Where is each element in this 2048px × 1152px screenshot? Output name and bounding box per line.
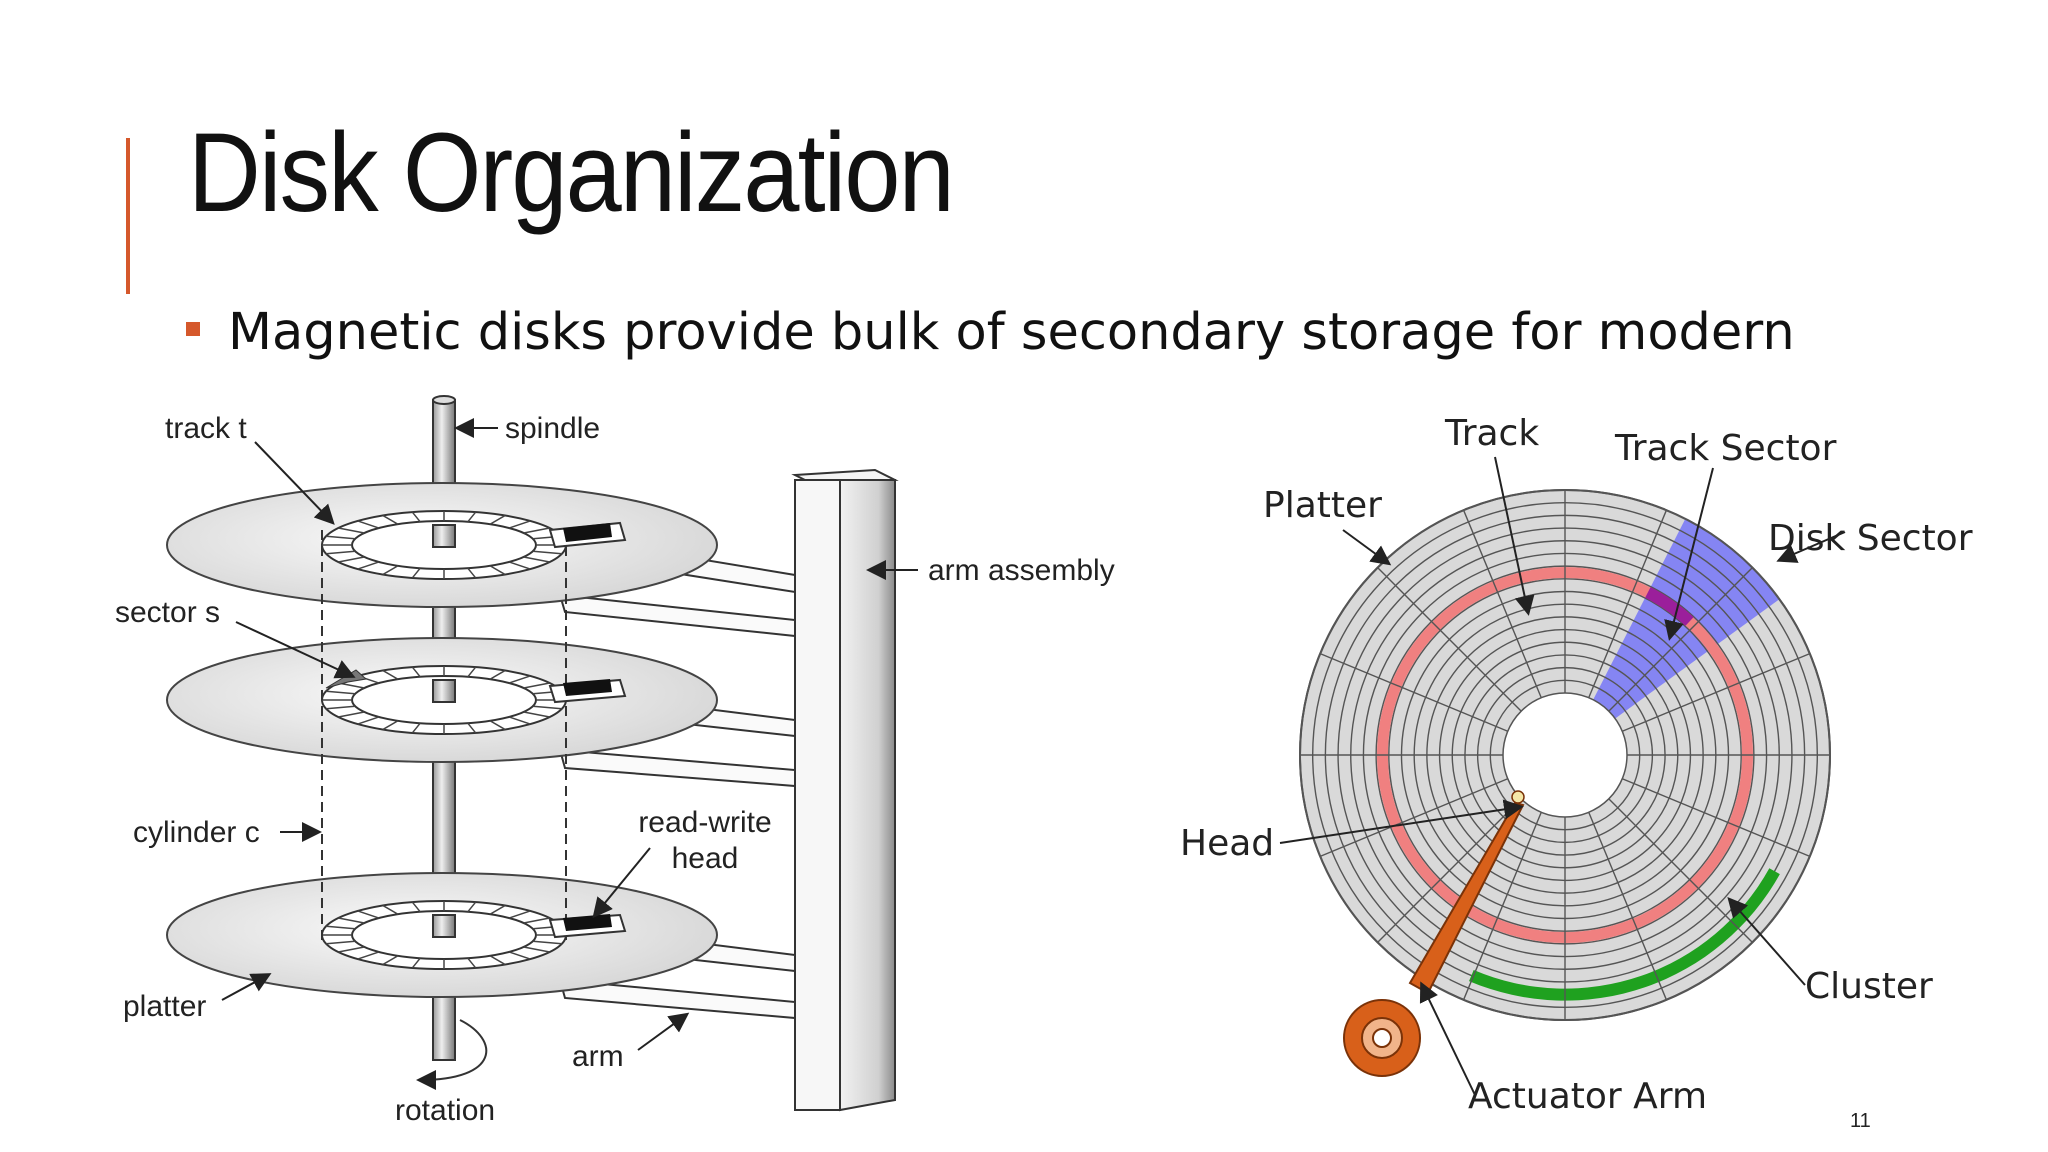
label-disk-sector: Disk Sector — [1768, 518, 1973, 559]
label-sector: sector s — [115, 596, 220, 629]
slide-title: Disk Organization — [188, 110, 955, 235]
label-read-write-1: read-write — [638, 806, 771, 839]
label-spindle: spindle — [505, 412, 600, 445]
platter — [166, 872, 718, 998]
disk-mechanism-diagram: track t spindle arm assembly sector s cy… — [115, 395, 1115, 1127]
title-accent-bar — [126, 138, 130, 294]
bullet-square-icon — [186, 322, 200, 336]
label-track: track t — [165, 412, 247, 445]
label-cluster: Cluster — [1805, 966, 1933, 1007]
label-track-r: Track — [1444, 413, 1539, 454]
head-tip — [1511, 790, 1525, 804]
label-cylinder: cylinder c — [133, 816, 260, 849]
label-head: Head — [1180, 823, 1274, 864]
bullet-item: Magnetic disks provide bulk of secondary… — [184, 300, 1884, 378]
arm-assembly-column — [791, 468, 899, 1112]
disk-geometry-diagram: Track Track Sector Platter Disk Sector H… — [1180, 413, 1973, 1117]
label-arm-assembly: arm assembly — [928, 554, 1115, 587]
actuator-arm — [1343, 790, 1525, 1077]
cluster — [1469, 868, 1780, 1001]
platter — [166, 482, 718, 608]
label-read-write-2: head — [672, 842, 739, 875]
page-number: 11 — [1850, 1110, 1871, 1132]
label-platter-r: Platter — [1263, 485, 1382, 526]
disk-hub — [1502, 692, 1628, 818]
label-platter: platter — [123, 990, 206, 1023]
label-actuator-arm: Actuator Arm — [1468, 1076, 1707, 1117]
label-arm: arm — [572, 1040, 624, 1073]
platter — [166, 637, 718, 763]
cylinder-lines — [321, 530, 567, 940]
read-write-heads — [548, 521, 627, 939]
track-sector — [1645, 587, 1694, 626]
bullet-text: Magnetic disks provide bulk of secondary… — [228, 303, 1795, 378]
label-rotation: rotation — [395, 1094, 495, 1127]
label-track-sector: Track Sector — [1614, 428, 1837, 469]
